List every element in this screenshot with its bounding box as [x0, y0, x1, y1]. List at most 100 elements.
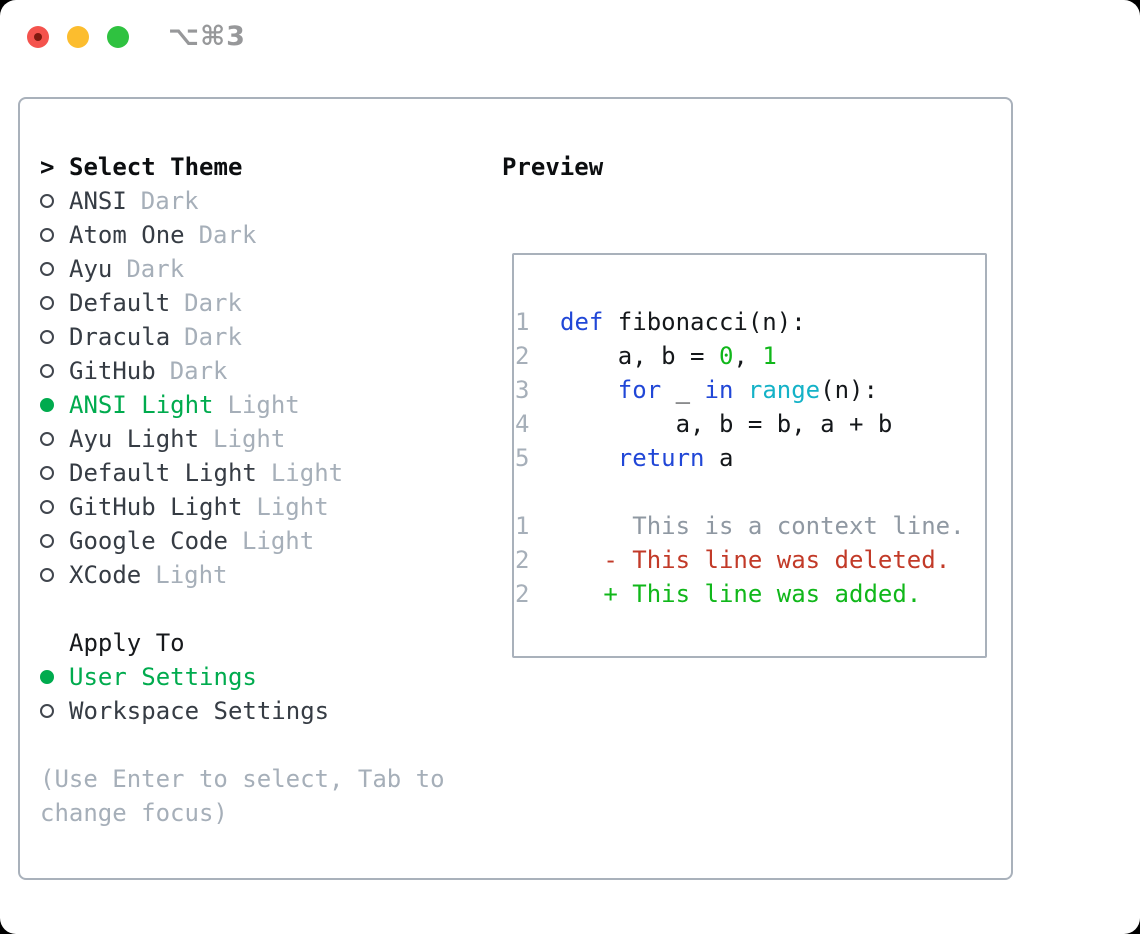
- theme-option-xcode[interactable]: XCode Light: [40, 558, 445, 592]
- variant-badge: Dark: [140, 187, 199, 215]
- line-content: def fibonacci(n):: [560, 308, 806, 336]
- help-text-line-2: change focus): [40, 799, 228, 827]
- apply-option-workspace-settings[interactable]: Workspace Settings: [40, 694, 445, 728]
- radio-icon: [40, 296, 54, 310]
- theme-option-ayu[interactable]: Ayu Dark: [40, 252, 445, 286]
- line-content: + This line was added.: [603, 580, 922, 608]
- radio-selected-icon: [40, 398, 54, 412]
- option-label: ANSI: [69, 187, 127, 215]
- line-content: return a: [617, 444, 734, 472]
- theme-option-atom-one[interactable]: Atom One Dark: [40, 218, 445, 252]
- theme-option-default-light[interactable]: Default Light Light: [40, 456, 445, 490]
- window-title: ⌥⌘3: [168, 21, 246, 52]
- selection-cursor-icon: >: [40, 153, 55, 181]
- radio-slot: [40, 262, 69, 276]
- radio-slot: [40, 500, 69, 514]
- line-content: This is a context line.: [560, 512, 965, 540]
- radio-slot: [40, 398, 69, 412]
- radio-icon: [40, 534, 54, 548]
- variant-badge: Light: [213, 425, 286, 453]
- radio-slot: [40, 704, 69, 718]
- variant-badge: Dark: [184, 323, 242, 351]
- code-line: 2 a, b = 0, 1: [515, 339, 985, 373]
- radio-slot: [40, 568, 69, 582]
- line-number: 2: [515, 580, 530, 608]
- radio-icon: [40, 432, 54, 446]
- radio-slot: [40, 194, 69, 208]
- spacer: [515, 475, 985, 509]
- option-label: GitHub: [69, 357, 156, 385]
- option-label: Ayu: [69, 255, 113, 283]
- line-number: 2: [515, 342, 530, 370]
- theme-section-title: Select Theme: [69, 153, 243, 181]
- option-label: User Settings: [69, 663, 257, 691]
- variant-badge: Dark: [198, 221, 257, 249]
- line-content: for _ in range(n):: [617, 376, 878, 404]
- minimize-button-icon[interactable]: [67, 26, 89, 48]
- radio-slot: [40, 432, 69, 446]
- radio-selected-icon: [40, 670, 54, 684]
- radio-icon: [40, 364, 54, 378]
- line-content: - This line was deleted.: [603, 546, 951, 574]
- diff-line: 2 + This line was added.: [515, 577, 985, 611]
- option-label: Ayu Light: [69, 425, 200, 453]
- variant-badge: Light: [256, 493, 329, 521]
- radio-slot: [40, 296, 69, 310]
- line-number: 2: [515, 546, 530, 574]
- radio-slot: [40, 330, 69, 344]
- option-label: Workspace Settings: [69, 697, 330, 725]
- close-button-icon[interactable]: [27, 26, 49, 48]
- line-number: 1: [515, 512, 530, 540]
- radio-icon: [40, 194, 54, 208]
- option-label: ANSI Light: [69, 391, 214, 419]
- line-number: 5: [515, 444, 530, 472]
- theme-option-ansi-light[interactable]: ANSI Light Light: [40, 388, 445, 422]
- variant-badge: Light: [227, 391, 300, 419]
- line-content: a, b = 0, 1: [560, 342, 777, 370]
- spacer: [40, 728, 445, 762]
- code-line: 1 def fibonacci(n):: [515, 305, 985, 339]
- variant-badge: Light: [155, 561, 228, 589]
- radio-icon: [40, 262, 54, 276]
- variant-badge: Light: [270, 459, 344, 487]
- option-label: Atom One: [69, 221, 185, 249]
- apply-to-header: Apply To: [40, 626, 445, 660]
- theme-option-ansi[interactable]: ANSI Dark: [40, 184, 445, 218]
- radio-icon: [40, 500, 54, 514]
- spacer: [40, 592, 445, 626]
- radio-icon: [40, 704, 54, 718]
- radio-icon: [40, 330, 54, 344]
- apply-option-user-settings[interactable]: User Settings: [40, 660, 445, 694]
- variant-badge: Dark: [126, 255, 185, 283]
- variant-badge: Dark: [184, 289, 242, 317]
- option-label: Default Light: [69, 459, 257, 487]
- option-label: XCode: [69, 561, 142, 589]
- zoom-button-icon[interactable]: [107, 26, 129, 48]
- code-line: 4 a, b = b, a + b: [515, 407, 985, 441]
- radio-icon: [40, 228, 54, 242]
- code-line: 3 for _ in range(n):: [515, 373, 985, 407]
- theme-section-header: > Select Theme: [40, 150, 445, 184]
- line-number: 3: [515, 376, 530, 404]
- preview-title: Preview: [502, 153, 604, 181]
- radio-slot: [40, 228, 69, 242]
- help-text-line-1: (Use Enter to select, Tab to: [40, 765, 445, 793]
- preview-header: Preview: [502, 150, 603, 184]
- diff-line: 1 This is a context line.: [515, 509, 985, 543]
- line-number: 1: [515, 308, 530, 336]
- theme-option-ayu-light[interactable]: Ayu Light Light: [40, 422, 445, 456]
- titlebar: ⌥⌘3: [0, 0, 1140, 78]
- radio-icon: [40, 568, 54, 582]
